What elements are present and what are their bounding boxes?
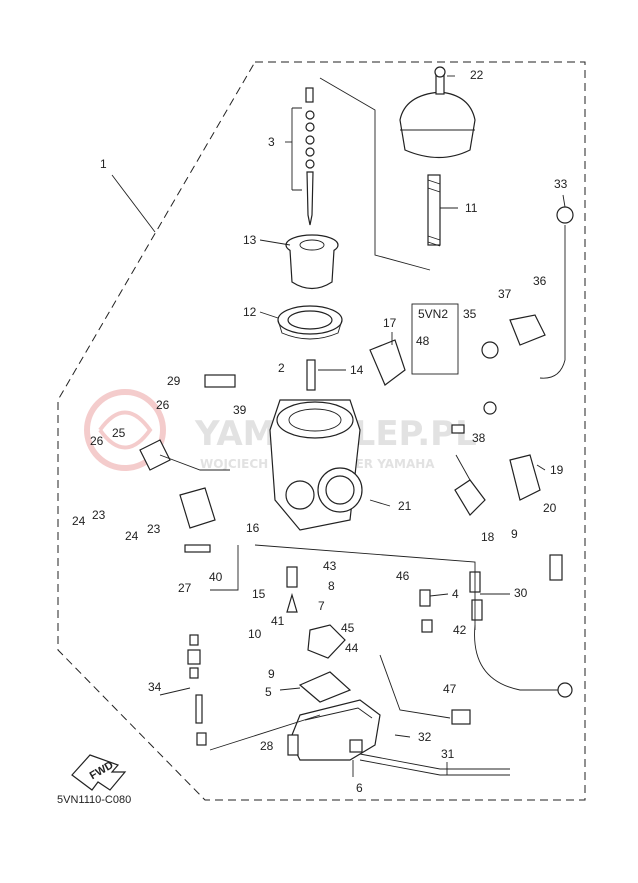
callout-11: 11 bbox=[465, 201, 478, 215]
callout-21: 21 bbox=[398, 499, 412, 513]
frame-line-b bbox=[210, 545, 239, 591]
callout-15: 15 bbox=[252, 587, 266, 601]
callout-43: 43 bbox=[323, 559, 337, 573]
callout-47: 47 bbox=[443, 682, 457, 696]
top-cap bbox=[399, 66, 476, 159]
piston-valve bbox=[285, 234, 339, 290]
callout-41: 41 bbox=[271, 614, 285, 628]
plunger-assy bbox=[451, 314, 546, 434]
callout-12: 12 bbox=[243, 305, 257, 319]
callout-4: 4 bbox=[452, 587, 459, 601]
callout-26a: 26 bbox=[90, 434, 104, 448]
callout-31: 31 bbox=[441, 747, 455, 761]
callout-32: 32 bbox=[418, 730, 432, 744]
hose-31 bbox=[359, 753, 510, 776]
float-41 bbox=[307, 624, 346, 659]
callout-29: 29 bbox=[167, 374, 181, 388]
callout-13: 13 bbox=[243, 233, 257, 247]
frame-line-c bbox=[209, 714, 321, 751]
callout-16: 16 bbox=[246, 521, 260, 535]
callout-27: 27 bbox=[178, 581, 192, 595]
frame-line-a bbox=[254, 544, 476, 630]
callout-30: 30 bbox=[514, 586, 528, 600]
callout-9b: 9 bbox=[511, 527, 518, 541]
diaphragm bbox=[277, 305, 343, 340]
bracket-20 bbox=[509, 454, 563, 581]
callout-20: 20 bbox=[543, 501, 557, 515]
tps-sensor bbox=[369, 339, 406, 386]
callout-10: 10 bbox=[248, 627, 262, 641]
callout-36: 36 bbox=[533, 274, 547, 288]
jet-column-34 bbox=[187, 634, 207, 746]
callout-18: 18 bbox=[481, 530, 495, 544]
callout-40: 40 bbox=[209, 570, 223, 584]
variant-label: 5VN2 bbox=[418, 307, 448, 321]
leader-lines bbox=[159, 75, 566, 777]
callout-37: 37 bbox=[498, 287, 512, 301]
callout-7: 7 bbox=[318, 599, 325, 613]
throttle-cable bbox=[474, 624, 573, 698]
callout-26b: 26 bbox=[156, 398, 170, 412]
callout-17: 17 bbox=[383, 316, 397, 330]
hose-47 bbox=[379, 654, 471, 725]
callout-3: 3 bbox=[268, 135, 275, 149]
callout-46: 46 bbox=[396, 569, 410, 583]
carburetor-body bbox=[269, 359, 363, 531]
callouts: 1 2 3 4 5 6 7 8 9 9 10 11 12 13 14 15 16… bbox=[72, 68, 568, 795]
callout-45: 45 bbox=[341, 621, 355, 635]
callout-2: 2 bbox=[278, 361, 285, 375]
callout-24a: 24 bbox=[72, 514, 86, 528]
leader-1 bbox=[111, 174, 156, 233]
catalog-code: 5VN1110-C080 bbox=[57, 794, 131, 806]
callout-28: 28 bbox=[260, 739, 274, 753]
jet-column-15 bbox=[286, 566, 298, 613]
assembly-boundary bbox=[57, 61, 586, 801]
callout-8: 8 bbox=[328, 579, 335, 593]
callout-44: 44 bbox=[345, 641, 359, 655]
float-bowl bbox=[287, 699, 381, 761]
needle-set bbox=[291, 87, 315, 226]
callout-19: 19 bbox=[550, 463, 564, 477]
bracket-18 bbox=[454, 479, 486, 516]
callout-9a: 9 bbox=[268, 667, 275, 681]
variant-box: 5VN2 bbox=[411, 303, 459, 375]
callout-1: 1 bbox=[100, 157, 107, 171]
throttle-linkage bbox=[139, 374, 236, 553]
assembly-line bbox=[319, 77, 431, 271]
callout-39: 39 bbox=[233, 403, 247, 417]
callout-24b: 24 bbox=[125, 529, 139, 543]
choke-cable bbox=[539, 206, 574, 379]
jet-column-30 bbox=[469, 571, 483, 621]
callout-23a: 23 bbox=[92, 508, 106, 522]
callout-34: 34 bbox=[148, 680, 162, 694]
callout-22: 22 bbox=[470, 68, 484, 82]
callout-35: 35 bbox=[463, 307, 477, 321]
callout-6: 6 bbox=[356, 781, 363, 795]
callout-14: 14 bbox=[350, 363, 364, 377]
callout-48: 48 bbox=[416, 334, 430, 348]
gasket-5 bbox=[298, 671, 352, 703]
fwd-arrow-icon: FWD bbox=[71, 754, 127, 791]
callout-23b: 23 bbox=[147, 522, 161, 536]
callout-33: 33 bbox=[554, 177, 568, 191]
callout-25: 25 bbox=[112, 426, 126, 440]
jet-column-4 bbox=[419, 589, 433, 633]
callout-5: 5 bbox=[265, 685, 272, 699]
callout-42: 42 bbox=[453, 623, 467, 637]
spring-11 bbox=[427, 174, 441, 247]
callout-38: 38 bbox=[472, 431, 486, 445]
